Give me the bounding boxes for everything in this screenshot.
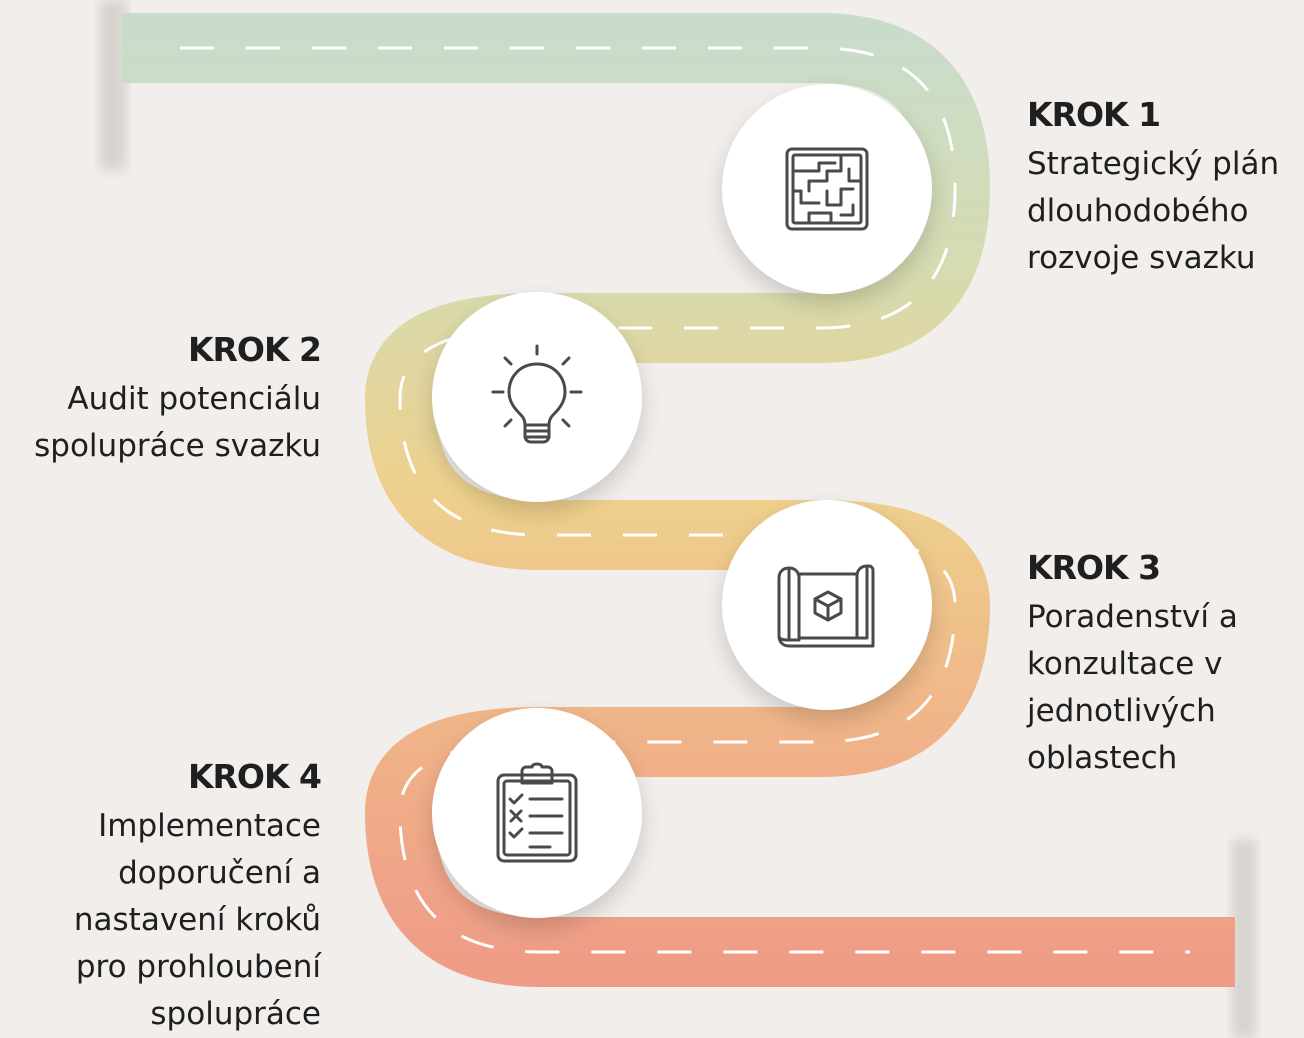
step-4-description: Implementace doporučení a nastavení krok… — [73, 808, 321, 1032]
step-1-description: Strategický plán dlouhodobého rozvoje sv… — [1027, 146, 1280, 276]
road-start-shadow — [100, 0, 126, 170]
step-2-description: Audit potenciálu spolupráce svazku — [34, 381, 321, 464]
road-center-dashes — [180, 46, 1190, 954]
step-1-label: KROK 1 — [1027, 95, 1161, 134]
checklist-icon — [496, 762, 578, 863]
step-3-label: KROK 3 — [1027, 548, 1161, 587]
step-3-description: Poradenství a konzultace v jednotlivých … — [1027, 599, 1238, 776]
step-2-circle — [432, 292, 642, 502]
step-3-text: KROK 3 Poradenství a konzultace v jednot… — [1027, 548, 1238, 782]
lightbulb-icon — [491, 344, 583, 444]
blueprint-icon — [777, 564, 875, 648]
step-2-label: KROK 2 — [187, 330, 322, 369]
step-1-circle — [722, 84, 932, 294]
step-4-label: KROK 4 — [187, 757, 322, 796]
step-4-circle — [432, 708, 642, 918]
step-3-circle — [722, 500, 932, 710]
road-end-shadow — [1232, 840, 1256, 1038]
step-4-text: KROK 4 Implementace doporučení a nastave… — [73, 757, 322, 1038]
step-2-text: KROK 2 Audit potenciálu spolupráce svazk… — [34, 330, 322, 470]
step-1-text: KROK 1 Strategický plán dlouhodobého roz… — [1027, 95, 1279, 282]
maze-icon — [785, 147, 869, 231]
